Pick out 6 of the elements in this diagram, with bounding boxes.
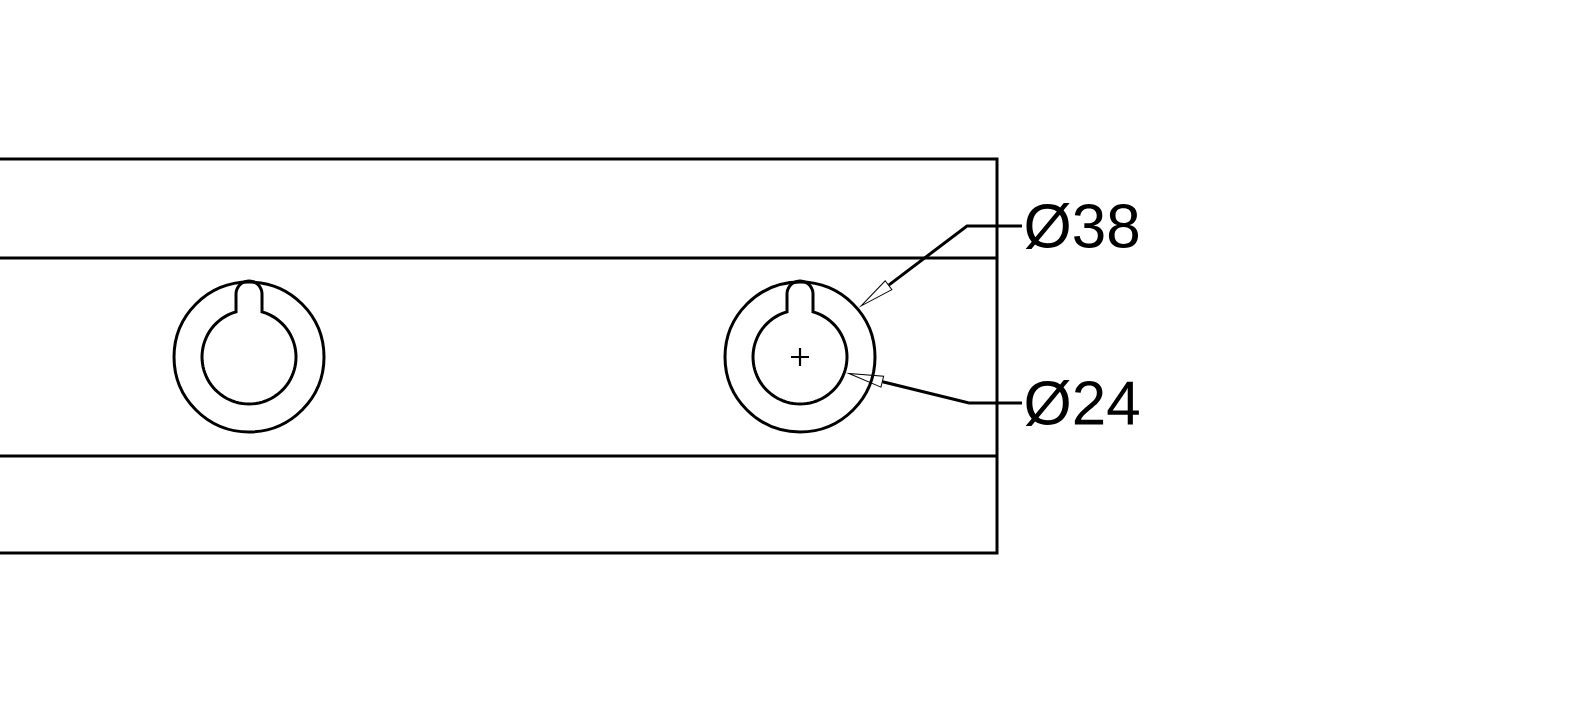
outer-circle: [723, 280, 877, 434]
dimension-text: Ø38: [1025, 203, 1138, 249]
keyhole-outline: [751, 279, 849, 406]
leader-line: [848, 373, 1022, 405]
dimension-text: Ø24: [1025, 380, 1139, 426]
leader-line: [860, 224, 1022, 307]
